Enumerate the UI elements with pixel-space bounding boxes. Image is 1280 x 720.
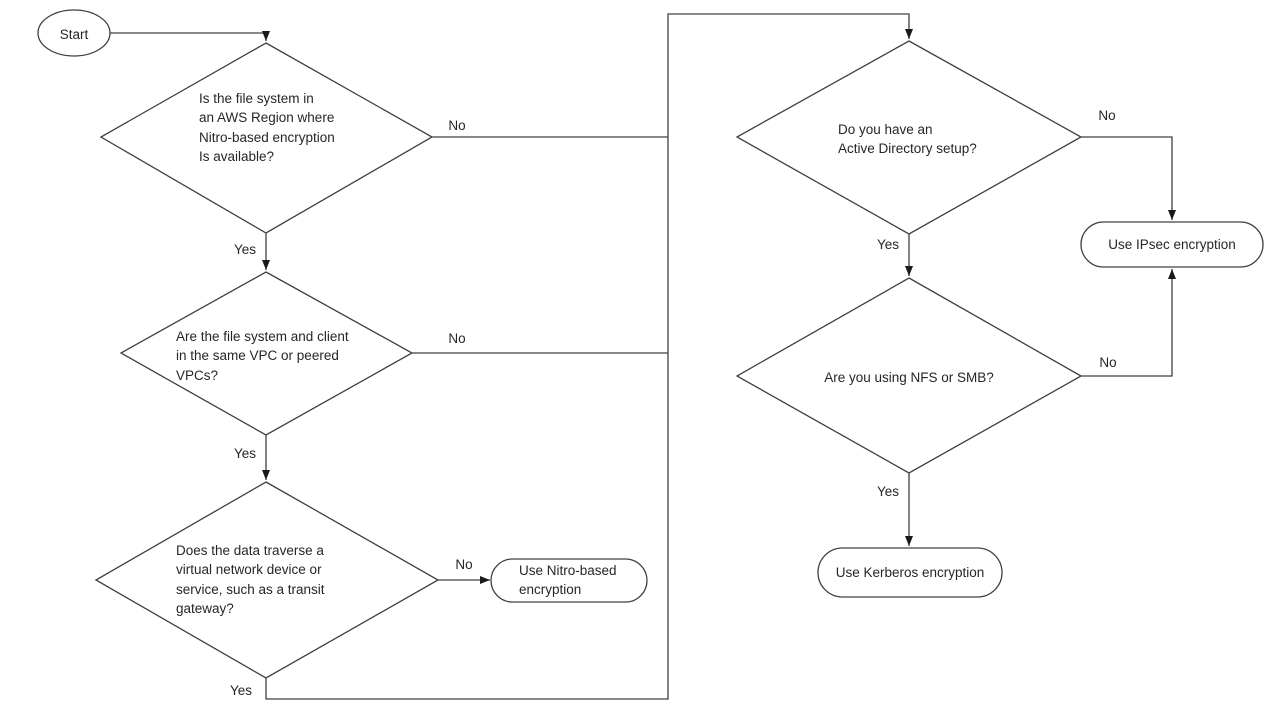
text-line: virtual network device or bbox=[176, 562, 322, 578]
decision-diamond-active-directory bbox=[735, 40, 1083, 235]
text-line: Do you have an bbox=[838, 122, 933, 137]
text-line: Is available? bbox=[199, 149, 275, 165]
text-line: in the same VPC or peered bbox=[176, 348, 339, 364]
text-line: gateway? bbox=[176, 601, 234, 617]
terminal-text-kerberos: Use Kerberos encryption bbox=[835, 565, 985, 580]
edge-nfs-smb-no bbox=[1081, 269, 1176, 377]
text-line: Is the file system in bbox=[199, 91, 314, 106]
edge-label-no-transit-gateway: No bbox=[455, 557, 473, 572]
terminal-nitro-encryption bbox=[490, 558, 648, 603]
text-line: VPCs? bbox=[176, 367, 219, 383]
text-line: Active Directory setup? bbox=[838, 141, 977, 157]
edge-label-yes-nitro-region: Yes bbox=[233, 242, 257, 257]
edge-label-yes-nfs-smb: Yes bbox=[876, 484, 900, 499]
start-ellipse bbox=[37, 9, 111, 57]
edge-start-to-nitro-region bbox=[110, 31, 270, 41]
edge-label-yes-active-directory: Yes bbox=[876, 237, 900, 252]
decision-text-transit-gateway: Does the data traverse a virtual network… bbox=[176, 541, 325, 619]
terminal-kerberos-encryption bbox=[817, 547, 1003, 598]
edge-transit-gateway-yes-trunk bbox=[265, 13, 913, 700]
edge-active-directory-no bbox=[1081, 136, 1176, 220]
text-line: Does the data traverse a bbox=[176, 543, 324, 558]
start-label: Start bbox=[59, 27, 89, 42]
decision-text-nfs-smb: Are you using NFS or SMB? bbox=[824, 370, 994, 385]
decision-diamond-nfs-smb bbox=[735, 277, 1083, 474]
edge-label-no-nitro-region: No bbox=[448, 118, 466, 133]
decision-text-active-directory: Do you have an Active Directory setup? bbox=[838, 120, 977, 159]
terminal-text-ipsec: Use IPsec encryption bbox=[1108, 237, 1236, 252]
text-line: Use Nitro-based bbox=[519, 563, 617, 578]
text-line: an AWS Region where bbox=[199, 110, 335, 126]
decision-text-same-vpc: Are the file system and client in the sa… bbox=[176, 327, 349, 385]
edge-label-no-same-vpc: No bbox=[448, 331, 466, 346]
edge-label-yes-transit-gateway: Yes bbox=[229, 683, 253, 698]
decision-diamond-same-vpc bbox=[119, 271, 414, 436]
edge-label-no-nfs-smb: No bbox=[1099, 355, 1117, 370]
edge-label-no-active-directory: No bbox=[1098, 108, 1116, 123]
text-line: encryption bbox=[519, 582, 582, 598]
terminal-text-nitro: Use Nitro-based encryption bbox=[519, 561, 617, 600]
text-line: Nitro-based encryption bbox=[199, 129, 335, 145]
terminal-ipsec-encryption bbox=[1080, 221, 1264, 268]
edge-label-yes-same-vpc: Yes bbox=[233, 446, 257, 461]
decision-diamond-nitro-region bbox=[99, 42, 434, 234]
decision-diamond-transit-gateway bbox=[94, 481, 440, 679]
decision-text-nitro-region: Is the file system in an AWS Region wher… bbox=[199, 89, 335, 167]
text-line: Are the file system and client bbox=[176, 329, 349, 344]
text-line: service, such as a transit bbox=[176, 581, 325, 597]
